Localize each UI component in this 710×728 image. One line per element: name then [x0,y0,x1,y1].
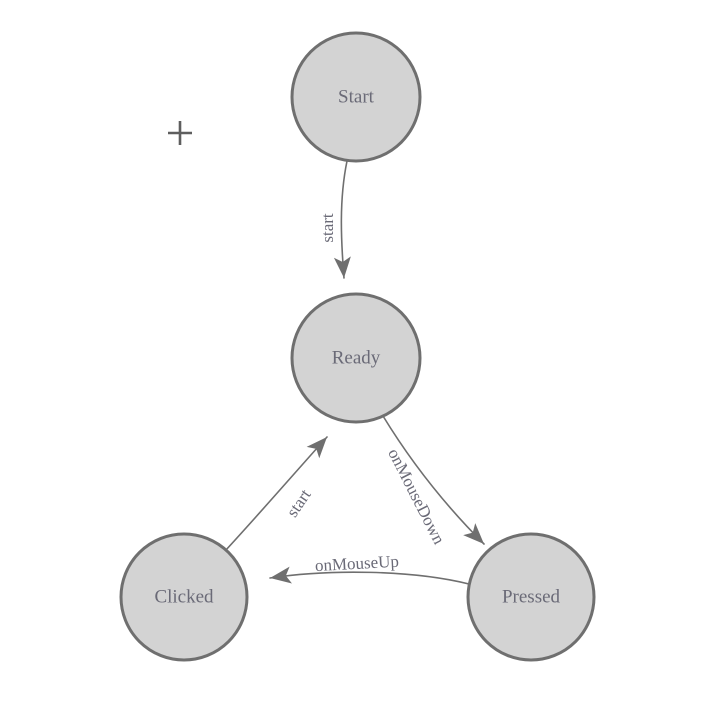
node-start[interactable]: Start [290,31,422,163]
node-label-ready: Ready [332,347,381,368]
node-circle-clicked[interactable] [119,532,249,662]
edge-label-ready-to-pressed: onMouseDown [384,445,449,547]
node-circle-pressed[interactable] [466,532,596,662]
arrowhead-start-to-ready [333,256,351,278]
edge-clicked-to-ready[interactable]: start [224,431,333,552]
node-pressed[interactable]: Pressed [466,532,596,662]
arrowhead-ready-to-pressed [463,523,484,544]
node-circle-start[interactable] [290,31,422,163]
crosshair-icon [168,121,192,145]
node-ready[interactable]: Ready [290,292,422,424]
edge-pressed-to-clicked[interactable]: onMouseUp [269,552,470,587]
edge-label-pressed-to-clicked: onMouseUp [314,552,399,575]
node-circle-ready[interactable] [290,292,422,424]
edge-line-pressed-to-clicked [269,571,470,585]
node-label-start: Start [338,86,375,107]
edge-label-clicked-to-ready: start [283,485,315,520]
node-label-clicked: Clicked [154,586,214,607]
edge-line-clicked-to-ready [224,436,328,552]
arrowhead-clicked-to-ready [306,437,327,459]
arrowhead-pressed-to-clicked [270,566,292,584]
node-label-pressed: Pressed [502,586,561,607]
edge-line-ready-to-pressed [382,415,485,545]
edge-ready-to-pressed[interactable]: onMouseDown [382,415,490,550]
edge-start-to-ready[interactable]: start [318,160,353,279]
edge-label-start-to-ready: start [318,213,337,243]
crosshair-marker-layer [168,121,192,145]
node-clicked[interactable]: Clicked [119,532,249,662]
